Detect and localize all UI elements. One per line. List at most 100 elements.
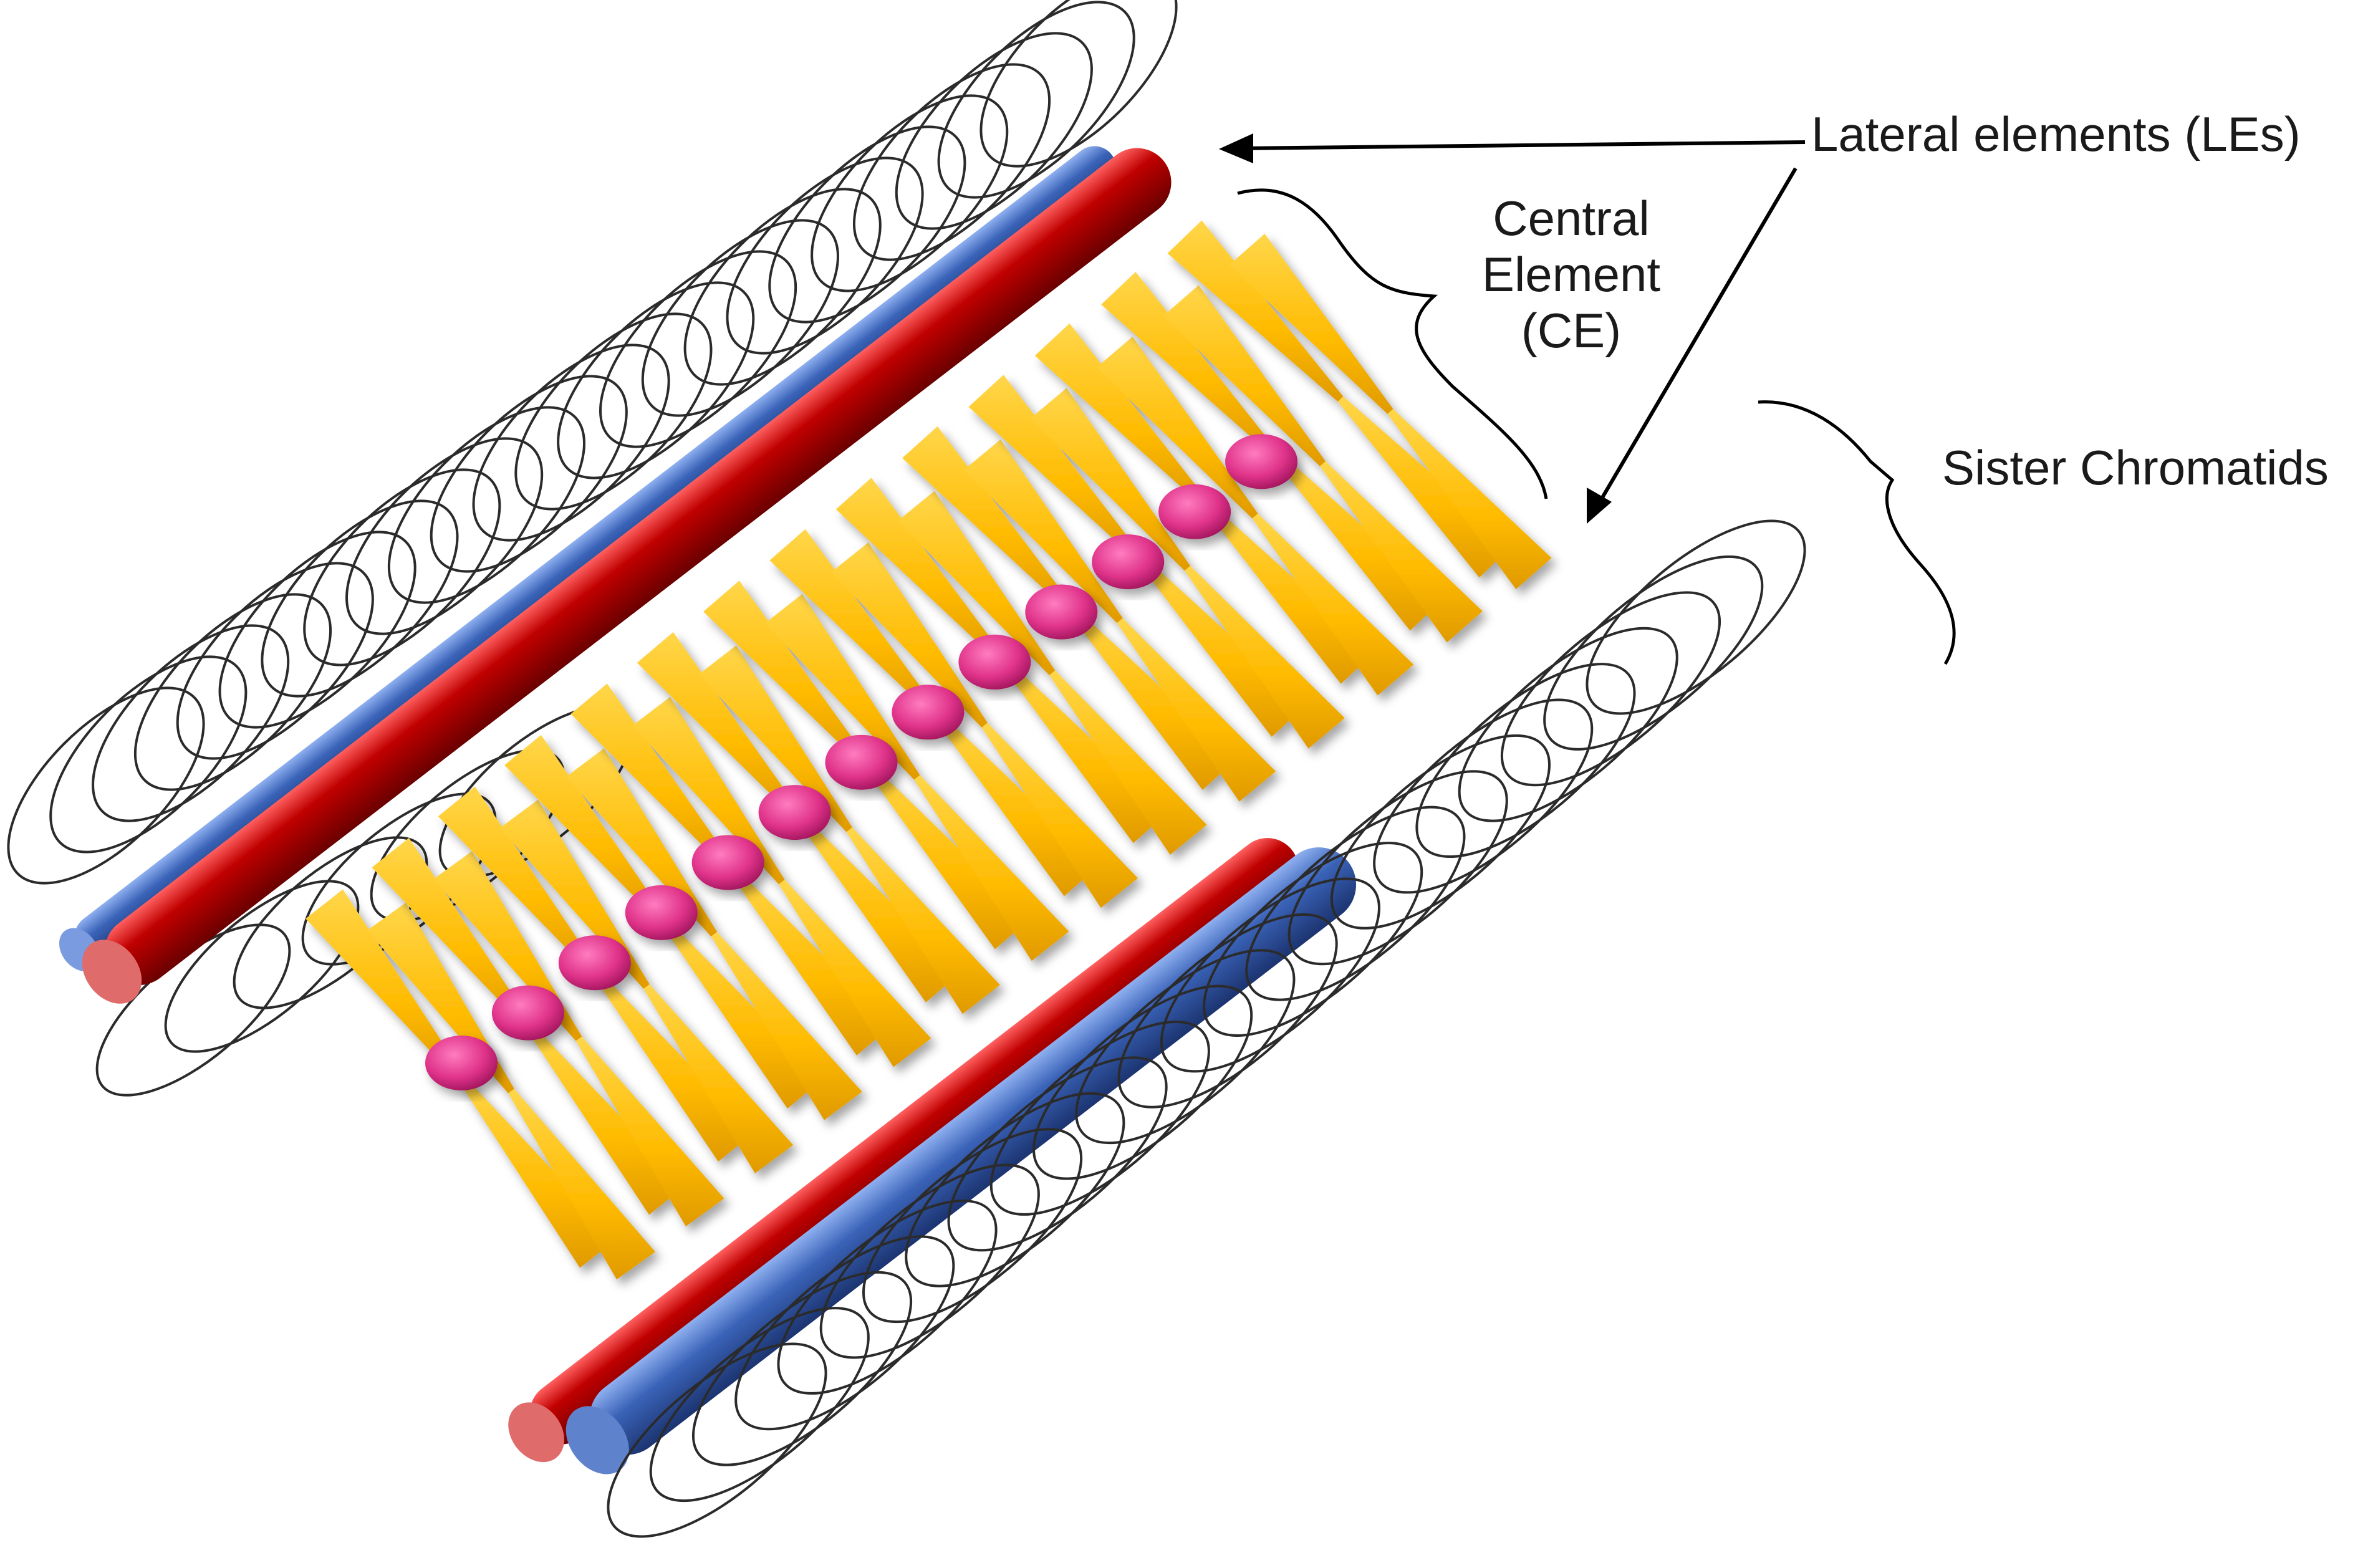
filament-half-upper	[306, 889, 464, 1081]
central-element-protein	[1092, 534, 1165, 590]
chromatin-loop	[261, 499, 459, 698]
chromatin-loop	[989, 1021, 1210, 1216]
central-element-protein	[758, 785, 831, 840]
filament-half-lower	[594, 971, 756, 1162]
chromatin-loop	[979, 0, 1178, 168]
central-element-proteins	[425, 434, 1298, 1090]
filament-half-lower	[931, 710, 1100, 897]
chromatin-loop	[852, 63, 1051, 261]
arrow-to-upper-le	[1240, 140, 1806, 150]
filament-half-upper	[968, 375, 1141, 559]
label-lateral-elements: Lateral elements (LEs)	[1811, 107, 2301, 161]
protein-fill	[1225, 434, 1298, 489]
upper-le-blue-rod	[74, 146, 1117, 958]
sister-chromatids-bracket-icon	[1758, 400, 1956, 665]
protein-fill	[625, 885, 698, 940]
protein-fill	[491, 985, 564, 1041]
chromatin-loop	[387, 406, 585, 604]
chromatin-loop	[1075, 949, 1296, 1145]
label-central-element-line: Element	[1481, 247, 1661, 302]
upper-lateral-element	[59, 146, 1172, 1004]
filament-half-lower	[729, 867, 893, 1056]
filament-half-upper	[902, 426, 1073, 611]
transverse-filament	[570, 683, 931, 1067]
chromatin-loops-top	[7, 0, 1178, 1097]
filament-half-upper	[570, 683, 735, 872]
filament-half-lower	[575, 1036, 724, 1226]
filament-half-upper	[831, 542, 988, 728]
central-element-protein	[958, 634, 1031, 690]
transverse-filament	[902, 426, 1276, 802]
chromatin-loop	[133, 593, 332, 791]
filament-half-upper	[897, 491, 1056, 676]
filament-half-upper	[438, 786, 600, 977]
filament-half-lower	[526, 1024, 686, 1215]
filament-half-upper	[1229, 233, 1393, 414]
protein-fill	[758, 785, 831, 840]
filament-half-upper	[372, 837, 532, 1029]
central-element-protein	[558, 935, 631, 991]
chromatin-loop	[649, 1307, 870, 1503]
chromatin-loop	[430, 375, 628, 573]
chromatin-loop	[777, 1199, 998, 1395]
chromatin-loop	[49, 655, 248, 854]
chromatin-loop	[7, 686, 205, 885]
filament-half-upper	[1101, 272, 1276, 454]
upper-le-red-cap	[82, 940, 142, 1004]
filament-half-upper	[703, 580, 870, 767]
filament-half-lower	[661, 919, 824, 1109]
transverse-filament	[769, 529, 1138, 908]
arrow-head-icon	[1587, 488, 1612, 524]
protein-fill	[958, 634, 1031, 690]
chromatin-loop	[811, 94, 1009, 292]
chromatin-loop	[641, 219, 839, 417]
filament-half-lower	[1270, 448, 1445, 631]
filament-half-lower	[999, 658, 1169, 844]
filament-half-lower	[1049, 670, 1207, 855]
chromatin-loop	[734, 1235, 955, 1431]
chromatin-loop	[1500, 591, 1721, 787]
lower-le-red-rod	[529, 838, 1299, 1445]
filament-half-lower	[981, 723, 1138, 908]
filament-half-lower	[796, 814, 962, 1003]
protein-fill	[1092, 534, 1165, 590]
filament-half-lower	[864, 762, 1031, 950]
transverse-filaments	[306, 220, 1552, 1280]
chromatin-loop	[937, 1, 1135, 199]
chromatin-loop	[1032, 984, 1253, 1180]
filament-half-lower	[1067, 605, 1238, 791]
filament-half-lower	[458, 1076, 617, 1268]
transverse-filament	[1034, 323, 1414, 696]
filament-half-lower	[779, 879, 931, 1067]
chromatin-loop	[472, 344, 670, 542]
filament-half-upper	[1030, 388, 1191, 571]
transverse-filament	[835, 478, 1207, 855]
protein-fill	[425, 1036, 498, 1090]
filament-half-upper	[835, 478, 1006, 663]
filament-half-lower	[711, 931, 862, 1120]
filament-half-upper	[504, 734, 668, 925]
central-element-protein	[1225, 434, 1298, 489]
filament-half-upper	[769, 529, 938, 716]
chromatin-loop	[895, 32, 1093, 230]
chromatin-loop	[1287, 770, 1508, 966]
filament-half-lower	[1337, 396, 1514, 578]
central-element-protein	[625, 885, 698, 940]
protein-fill	[825, 734, 898, 790]
chromatin-loop	[557, 281, 755, 479]
filament-half-lower	[1320, 461, 1483, 643]
chromatin-loop	[514, 312, 713, 511]
arrow-head-icon	[1219, 133, 1253, 163]
chromatin-loop	[218, 531, 416, 729]
transverse-filament	[438, 786, 794, 1173]
chromatin-loop	[862, 1128, 1083, 1324]
chromatin-loop	[92, 624, 290, 822]
filament-half-upper	[1096, 336, 1258, 519]
annotations	[1219, 133, 1956, 665]
label-central-element: Central Element (CE)	[1446, 190, 1696, 358]
chromatin-loop	[1373, 698, 1594, 894]
chromatin-loop	[607, 1342, 827, 1538]
lower-le-red-cap	[508, 1402, 564, 1463]
